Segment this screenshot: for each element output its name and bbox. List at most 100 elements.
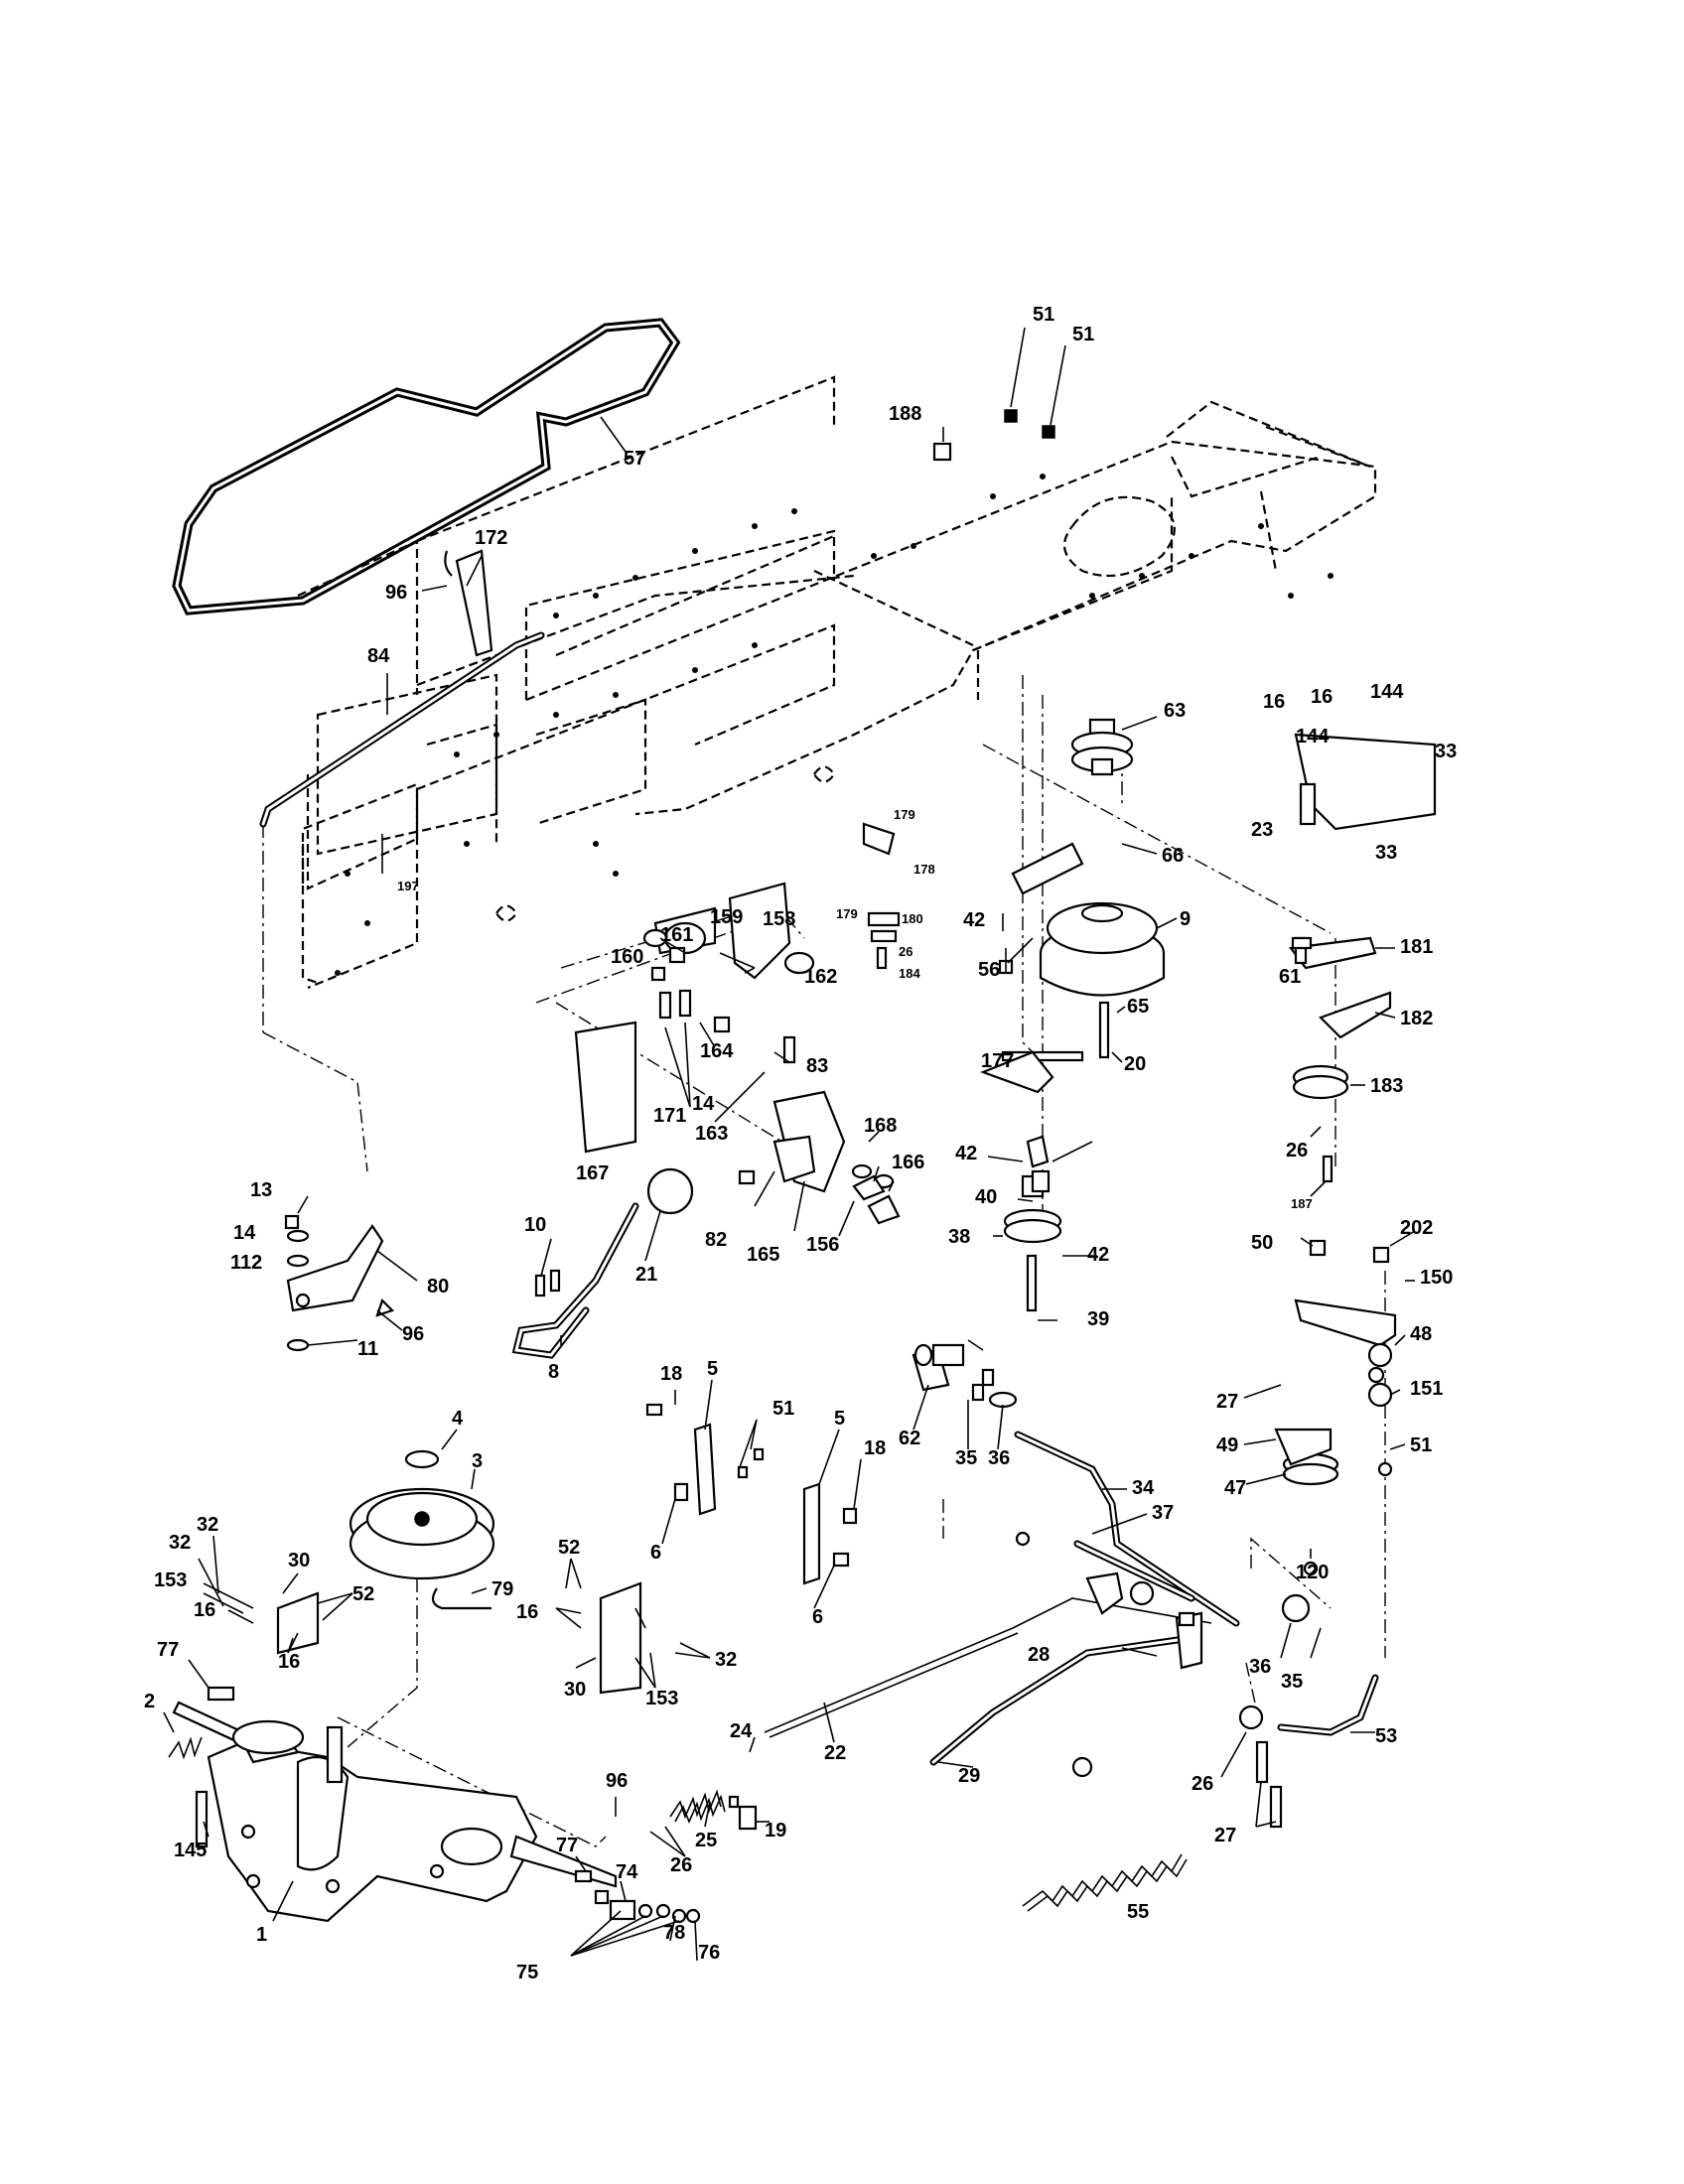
label-144: 144 bbox=[1370, 681, 1404, 703]
label-164: 164 bbox=[700, 1040, 734, 1062]
label-158: 158 bbox=[763, 908, 795, 930]
label-42: 42 bbox=[955, 1143, 977, 1164]
label-48: 48 bbox=[1410, 1323, 1432, 1345]
label-24: 24 bbox=[730, 1720, 753, 1742]
label-77: 77 bbox=[157, 1639, 179, 1661]
label-181: 181 bbox=[1400, 936, 1433, 958]
brackets-right bbox=[1274, 733, 1437, 1466]
label-120: 120 bbox=[1296, 1562, 1329, 1583]
label-56: 56 bbox=[978, 959, 1000, 981]
label-183: 183 bbox=[1370, 1075, 1403, 1097]
idler-pulley-63 bbox=[1070, 718, 1134, 776]
label-161: 161 bbox=[660, 924, 693, 946]
axle-brackets bbox=[276, 1423, 821, 1695]
label-168: 168 bbox=[864, 1115, 897, 1137]
label-35: 35 bbox=[955, 1447, 977, 1469]
frame-side-plates bbox=[316, 673, 647, 856]
idler-arm-assembly bbox=[574, 882, 846, 1193]
label-179: 179 bbox=[894, 807, 915, 822]
label-36: 36 bbox=[1249, 1656, 1271, 1678]
label-150: 150 bbox=[1420, 1267, 1453, 1289]
label-32: 32 bbox=[715, 1649, 737, 1671]
label-51: 51 bbox=[1410, 1434, 1432, 1456]
part-labels: 57 51 51 188 172 96 84 197 63 16 16 144 … bbox=[144, 304, 1457, 1983]
label-178: 178 bbox=[913, 862, 935, 877]
label-172: 172 bbox=[475, 527, 507, 549]
hardware bbox=[195, 409, 1393, 1924]
label-77: 77 bbox=[556, 1835, 578, 1856]
label-16: 16 bbox=[516, 1601, 538, 1623]
transaxle bbox=[172, 1701, 618, 1923]
spring-55 bbox=[1022, 1853, 1188, 1912]
label-33: 33 bbox=[1435, 741, 1457, 762]
label-52: 52 bbox=[558, 1537, 580, 1559]
label-144: 144 bbox=[1296, 726, 1330, 748]
label-145: 145 bbox=[174, 1840, 207, 1861]
label-78: 78 bbox=[663, 1922, 685, 1944]
label-36: 36 bbox=[988, 1447, 1010, 1469]
label-16: 16 bbox=[1311, 686, 1333, 708]
label-96: 96 bbox=[385, 582, 407, 604]
label-6: 6 bbox=[812, 1606, 823, 1628]
label-9: 9 bbox=[1180, 908, 1191, 930]
label-20: 20 bbox=[1124, 1053, 1146, 1075]
label-167: 167 bbox=[576, 1162, 609, 1184]
label-18: 18 bbox=[660, 1363, 682, 1385]
label-16: 16 bbox=[278, 1651, 300, 1673]
label-30: 30 bbox=[564, 1679, 586, 1701]
label-177: 177 bbox=[981, 1050, 1014, 1072]
label-202: 202 bbox=[1400, 1217, 1433, 1239]
label-187: 187 bbox=[1291, 1196, 1313, 1211]
label-27: 27 bbox=[1216, 1391, 1238, 1413]
label-37: 37 bbox=[1152, 1502, 1174, 1524]
label-179: 179 bbox=[836, 906, 858, 921]
label-2: 2 bbox=[144, 1691, 155, 1712]
label-28: 28 bbox=[1028, 1644, 1050, 1666]
label-14: 14 bbox=[233, 1222, 256, 1244]
assembly-lines bbox=[262, 675, 1386, 1847]
label-197: 197 bbox=[397, 879, 419, 893]
label-11: 11 bbox=[357, 1338, 378, 1360]
label-26: 26 bbox=[1286, 1140, 1308, 1161]
leader-lines bbox=[163, 327, 1416, 1962]
label-29: 29 bbox=[958, 1765, 980, 1787]
spring-25 bbox=[669, 1789, 726, 1825]
label-33: 33 bbox=[1375, 842, 1397, 864]
label-13: 13 bbox=[250, 1179, 272, 1201]
label-51: 51 bbox=[772, 1398, 794, 1420]
label-182: 182 bbox=[1400, 1008, 1433, 1029]
label-34: 34 bbox=[1132, 1477, 1155, 1499]
label-52: 52 bbox=[352, 1583, 374, 1605]
label-184: 184 bbox=[899, 966, 920, 981]
label-61: 61 bbox=[1279, 966, 1301, 988]
drive-belt bbox=[172, 318, 681, 615]
label-40: 40 bbox=[975, 1186, 997, 1208]
label-32: 32 bbox=[197, 1514, 218, 1536]
spring-2 bbox=[168, 1736, 203, 1760]
label-42: 42 bbox=[963, 909, 985, 931]
label-8: 8 bbox=[548, 1361, 559, 1383]
control-rods bbox=[764, 1348, 1379, 1766]
label-50: 50 bbox=[1251, 1232, 1273, 1254]
label-159: 159 bbox=[710, 906, 743, 928]
label-165: 165 bbox=[747, 1244, 779, 1266]
label-30: 30 bbox=[288, 1550, 310, 1571]
label-51: 51 bbox=[1072, 324, 1094, 345]
label-57: 57 bbox=[624, 448, 645, 470]
label-82: 82 bbox=[705, 1229, 727, 1251]
label-21: 21 bbox=[635, 1264, 657, 1286]
label-188: 188 bbox=[889, 403, 921, 425]
pulley-38 bbox=[1003, 1174, 1062, 1244]
label-10: 10 bbox=[524, 1214, 546, 1236]
transmission-pulley bbox=[349, 1449, 495, 1580]
label-65: 65 bbox=[1127, 996, 1149, 1018]
label-96: 96 bbox=[402, 1323, 424, 1345]
label-75: 75 bbox=[516, 1962, 538, 1983]
label-3: 3 bbox=[472, 1450, 483, 1472]
pto-clutch bbox=[1039, 901, 1166, 997]
label-153: 153 bbox=[645, 1688, 678, 1709]
label-19: 19 bbox=[765, 1820, 786, 1842]
label-162: 162 bbox=[804, 966, 837, 988]
label-16: 16 bbox=[1263, 691, 1285, 713]
label-5: 5 bbox=[834, 1408, 845, 1430]
